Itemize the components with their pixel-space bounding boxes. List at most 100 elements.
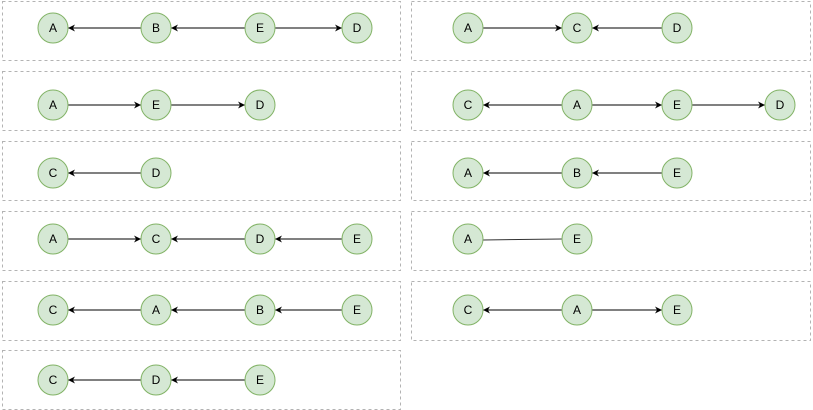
- graph-node: E: [661, 294, 693, 326]
- graph-node: D: [244, 223, 276, 255]
- graph-node: B: [140, 12, 172, 44]
- graph-node: A: [37, 89, 69, 121]
- node-circle: [661, 12, 693, 44]
- graph-node: B: [561, 157, 593, 189]
- node-label: B: [573, 166, 581, 180]
- graph-node: A: [37, 12, 69, 44]
- node-label: D: [256, 232, 265, 246]
- node-label: C: [49, 373, 58, 387]
- node-label: B: [256, 303, 264, 317]
- node-label: A: [573, 98, 581, 112]
- node-circle: [341, 294, 373, 326]
- node-label: E: [673, 98, 681, 112]
- node-circle: [140, 157, 172, 189]
- graph-node: D: [661, 12, 693, 44]
- node-circle: [661, 89, 693, 121]
- node-circle: [244, 294, 276, 326]
- node-label: C: [573, 21, 582, 35]
- node-label: D: [152, 166, 161, 180]
- node-circle: [140, 223, 172, 255]
- graph-node: C: [452, 294, 484, 326]
- node-circle: [140, 12, 172, 44]
- graph-node: D: [341, 12, 373, 44]
- node-circle: [452, 294, 484, 326]
- node-label: A: [464, 21, 472, 35]
- node-label: E: [573, 232, 581, 246]
- node-circle: [37, 223, 69, 255]
- graph-node: D: [244, 89, 276, 121]
- node-label: A: [49, 21, 57, 35]
- node-circle: [561, 12, 593, 44]
- graph-node: E: [341, 223, 373, 255]
- node-circle: [561, 294, 593, 326]
- graph-node: A: [561, 89, 593, 121]
- node-circle: [244, 89, 276, 121]
- node-label: E: [256, 373, 264, 387]
- graph-node: C: [452, 89, 484, 121]
- graph-node: E: [561, 223, 593, 255]
- node-label: C: [49, 303, 58, 317]
- node-label: D: [353, 21, 362, 35]
- node-circle: [661, 294, 693, 326]
- node-circle: [452, 223, 484, 255]
- node-circle: [764, 89, 796, 121]
- graph-node: C: [37, 294, 69, 326]
- node-circle: [37, 364, 69, 396]
- node-circle: [37, 294, 69, 326]
- graph-node: E: [244, 364, 276, 396]
- node-label: C: [464, 303, 473, 317]
- graph-node: C: [37, 364, 69, 396]
- graph-node: C: [37, 157, 69, 189]
- graph-node: C: [140, 223, 172, 255]
- graph-node: A: [452, 12, 484, 44]
- graph-node: C: [561, 12, 593, 44]
- node-label: E: [673, 166, 681, 180]
- graph-node: E: [341, 294, 373, 326]
- node-label: A: [464, 232, 472, 246]
- graph-node: E: [661, 89, 693, 121]
- node-label: D: [776, 98, 785, 112]
- node-label: A: [152, 303, 160, 317]
- node-label: C: [464, 98, 473, 112]
- node-circle: [452, 12, 484, 44]
- node-label: E: [673, 303, 681, 317]
- node-circle: [561, 223, 593, 255]
- panel-border: [2, 71, 401, 131]
- graph-node: A: [561, 294, 593, 326]
- edge-line: [482, 238, 563, 241]
- graph-node: B: [244, 294, 276, 326]
- node-label: A: [49, 98, 57, 112]
- node-circle: [37, 89, 69, 121]
- graph-node: A: [452, 223, 484, 255]
- node-circle: [452, 157, 484, 189]
- node-label: E: [152, 98, 160, 112]
- graph-node: E: [244, 12, 276, 44]
- node-label: E: [256, 21, 264, 35]
- node-label: C: [152, 232, 161, 246]
- node-label: A: [49, 232, 57, 246]
- node-circle: [244, 364, 276, 396]
- node-circle: [140, 364, 172, 396]
- graph-node: E: [140, 89, 172, 121]
- graph-node: A: [37, 223, 69, 255]
- node-label: B: [152, 21, 160, 35]
- graph-node: D: [764, 89, 796, 121]
- graph-node: A: [452, 157, 484, 189]
- node-circle: [140, 89, 172, 121]
- node-circle: [661, 157, 693, 189]
- node-circle: [341, 12, 373, 44]
- node-label: C: [49, 166, 58, 180]
- graph-node: A: [140, 294, 172, 326]
- node-circle: [140, 294, 172, 326]
